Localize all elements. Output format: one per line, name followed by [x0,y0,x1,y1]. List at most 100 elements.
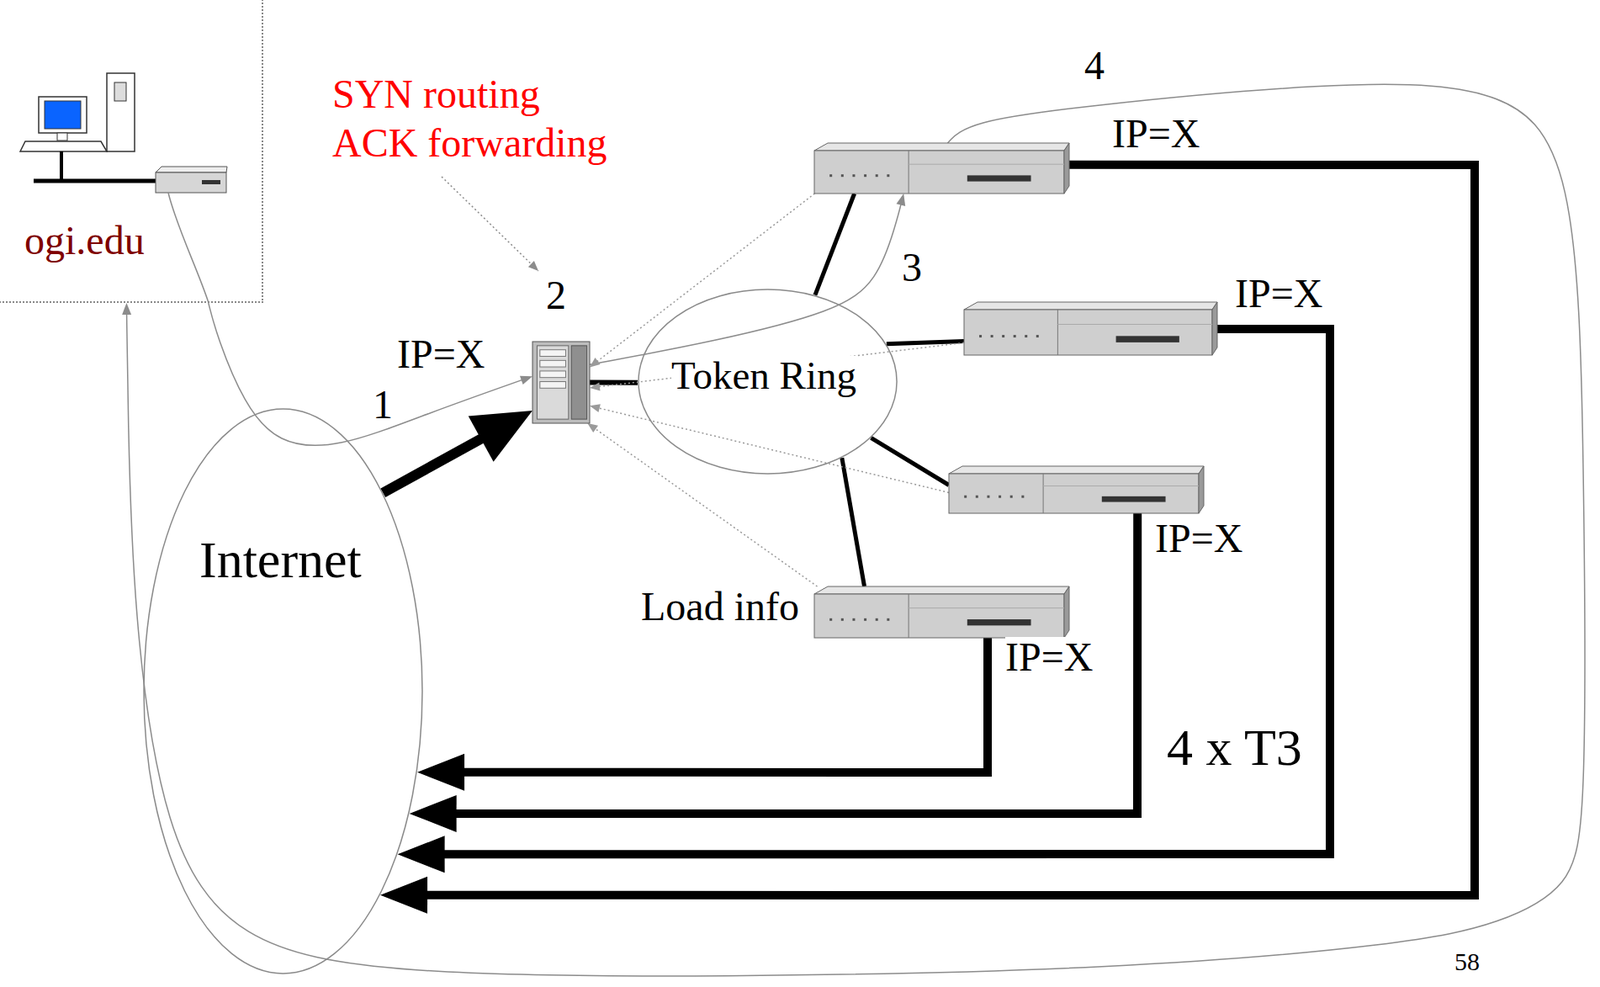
server-tower: IP=X [532,341,590,424]
port-led [875,174,879,177]
load-report [590,425,817,587]
leader-line [441,176,539,271]
router-side [1198,466,1204,514]
ellipse-outline [143,408,423,974]
router-front [964,309,1213,355]
callout-number: 3 [901,247,922,288]
ellipse-outline [143,407,424,975]
port-led [1024,334,1028,338]
panel-line [1057,323,1213,325]
router-front [948,473,1199,514]
drive-bay [114,82,127,101]
port-led [975,495,979,499]
port-led [986,495,990,499]
site-label: ogi.edu [24,220,145,261]
monitor-stand [57,132,68,141]
port-led [863,618,867,621]
panel-divider [908,150,910,194]
port-led [852,618,855,621]
page-number: 58 [1454,948,1480,975]
port-led [886,618,890,621]
router-front [814,150,1065,194]
flow-label: Load info [641,586,800,627]
drive-bay [540,370,567,378]
router-outline [814,586,1070,638]
port-led [1021,495,1024,499]
ring-label: Token Ring [671,355,857,396]
router-box: IP=X [814,143,1070,194]
t3-link [403,164,1475,896]
router-box: IP=X [814,586,1070,638]
address-label: IP=X [1005,636,1093,678]
monitor [38,96,87,133]
cloud-label: Internet [199,533,362,586]
monitor-screen [44,100,81,129]
syn-path [208,302,529,446]
server-outline [532,341,590,424]
router-outline [948,466,1204,514]
drive-bay [540,349,567,357]
panel-divider [1057,309,1059,355]
callout-note: SYN routing ACK forwarding [332,69,623,167]
ellipse-outline [638,289,897,474]
load-report [593,407,949,493]
network-drop [59,151,64,181]
t3-link [421,328,1330,854]
ring-link [815,193,855,296]
t3-link [440,637,988,773]
port-led [979,334,982,338]
panel-line [1043,485,1199,487]
syn-path [589,198,903,365]
router-side [1064,586,1070,638]
address-label: IP=X [1112,113,1200,154]
request-arrow [382,423,508,493]
path-stub [168,192,209,303]
server-side [571,345,587,419]
port-led [875,618,879,621]
workstation-icon [20,73,228,303]
ring-link [589,380,638,386]
port-led [964,495,967,499]
router-front [814,593,1065,638]
ring-link [842,457,865,587]
port-led [841,618,844,621]
router-top [814,143,1070,151]
port-led [1036,334,1039,338]
drive-bay [540,381,567,389]
address-label: IP=X [1234,273,1323,314]
link-label: 4 x T3 [1166,720,1303,774]
panel-divider [1043,473,1044,514]
panel-divider [908,593,910,638]
router-side [1212,301,1218,355]
port-led [1013,334,1017,338]
computer-tower [106,73,135,152]
ring-link [886,341,965,345]
port-led [990,334,994,338]
port-led [841,174,844,177]
address-label: IP=X [397,333,485,375]
port-led [829,174,832,177]
return-path [127,84,1585,976]
panel-line [908,607,1065,609]
router-box: IP=X [948,466,1204,514]
ring-link [870,437,949,485]
router-box: IP=X [964,301,1218,355]
site-router-top [155,166,228,173]
router-outline [964,301,1218,355]
drive-slot [967,619,1032,626]
server-body [532,341,590,424]
router-slot [201,180,221,185]
drive-slot [1101,496,1166,503]
router-outline [814,143,1070,194]
panel-line [908,164,1065,165]
t3-link [433,513,1139,814]
callout-number: 1 [372,384,393,425]
router-top [814,586,1070,594]
port-led [829,618,832,621]
router-top [964,301,1218,310]
site-region: ogi.edu [0,0,264,303]
address-label: IP=X [1154,518,1243,559]
callout-number: 4 [1084,45,1105,86]
site-router [155,172,227,193]
